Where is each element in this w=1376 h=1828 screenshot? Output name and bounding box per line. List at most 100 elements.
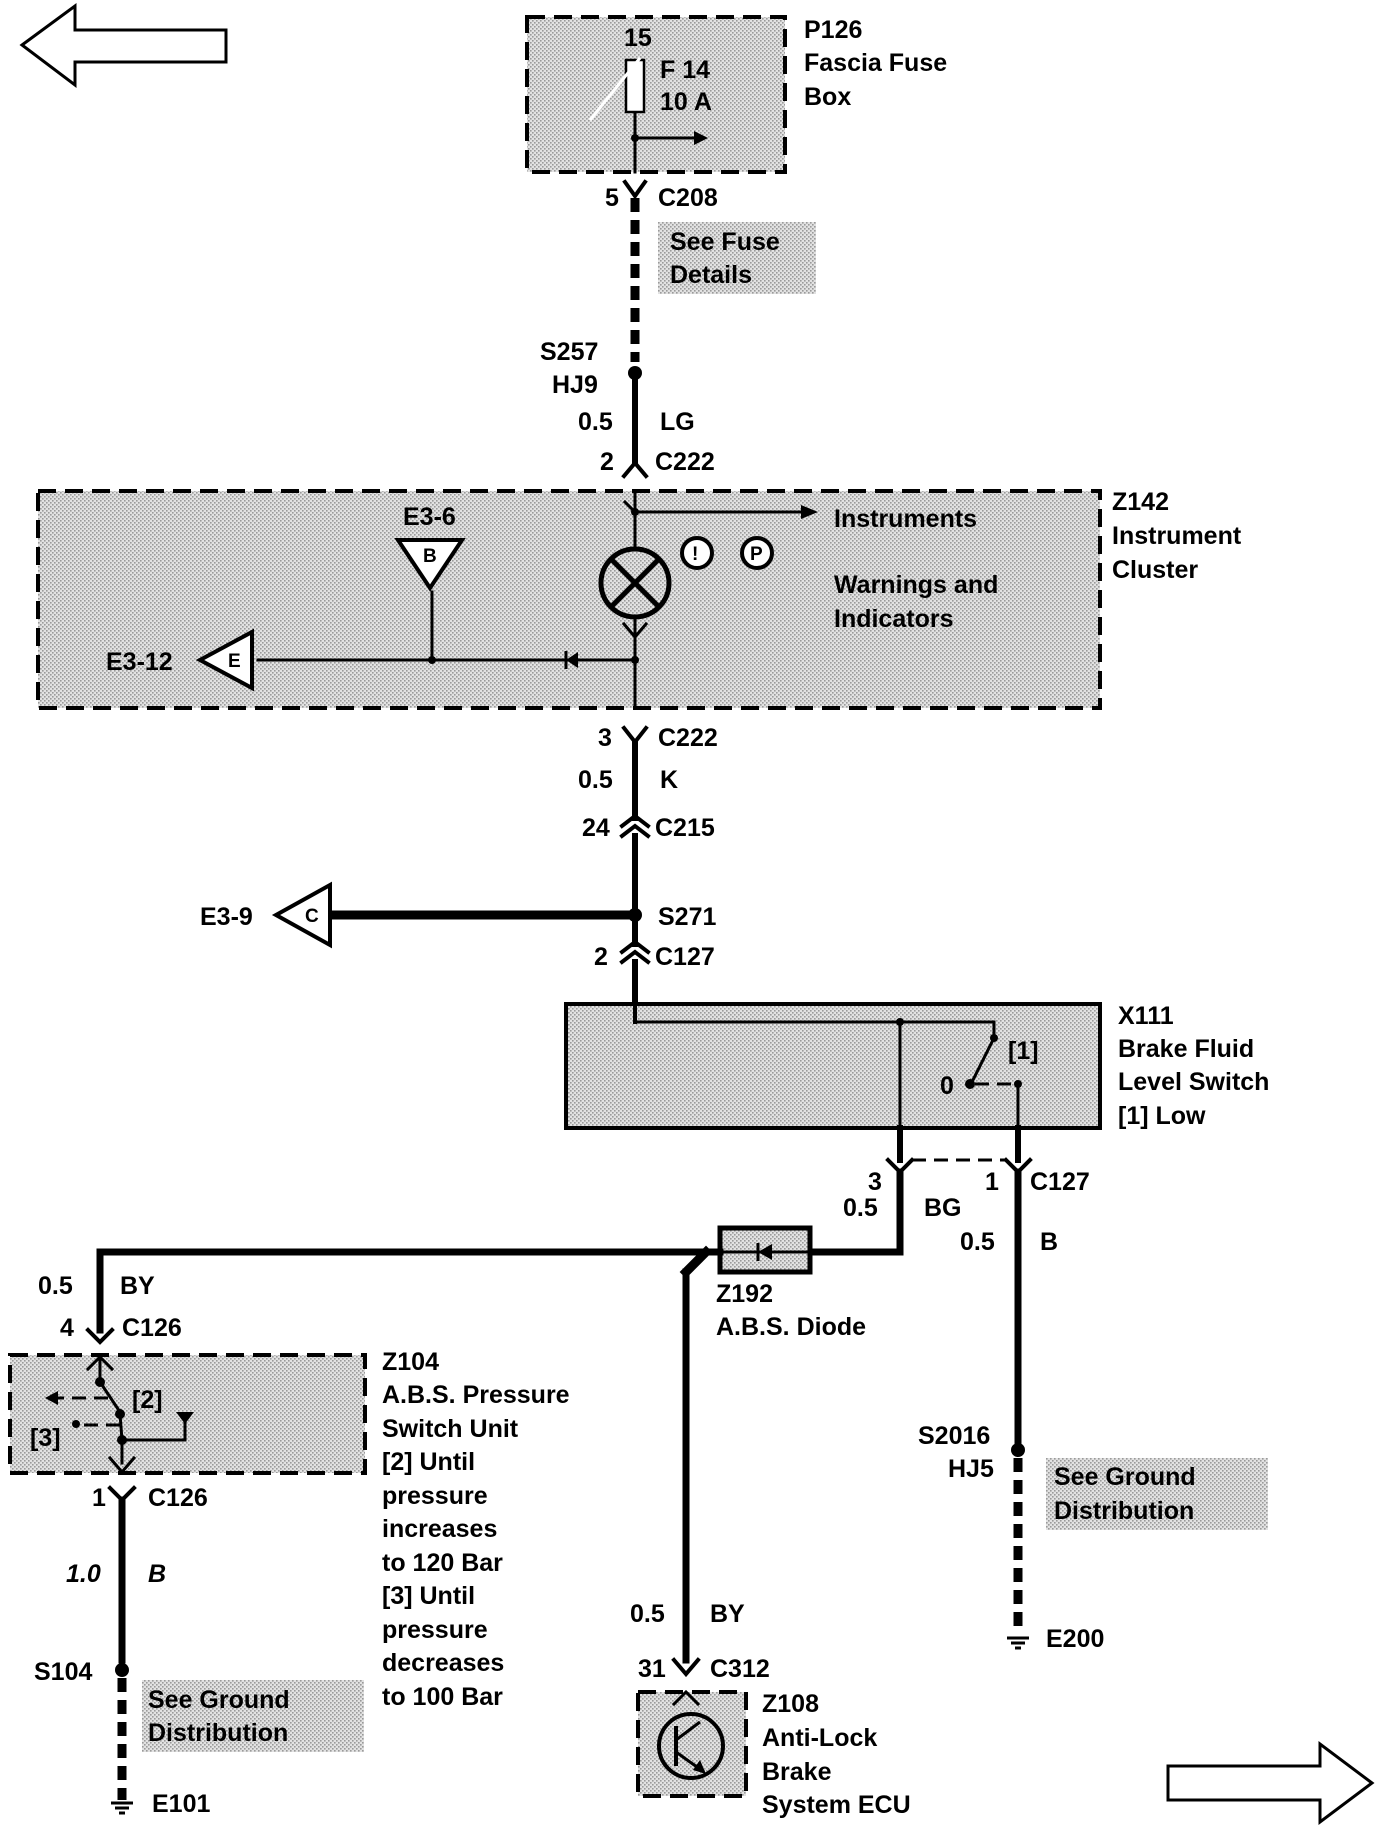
svg-text:0.5: 0.5 (38, 1272, 73, 1300)
svg-text:B: B (1040, 1228, 1058, 1256)
svg-text:[1] Low: [1] Low (1118, 1102, 1206, 1130)
fuse-box-p126: 15 F 14 10 A P126 Fascia Fuse Box (525, 15, 947, 174)
svg-text:[3]: [3] (30, 1424, 61, 1452)
svg-text:[2] Until: [2] Until (382, 1448, 475, 1476)
fuse-symbol (624, 58, 646, 114)
fuse-box-name-1: Fascia Fuse (804, 49, 947, 77)
fuse-number: F 14 (660, 56, 710, 84)
svg-text:to 120 Bar: to 120 Bar (382, 1549, 503, 1577)
svg-text:S257: S257 (540, 338, 598, 366)
ground-icon (111, 1801, 133, 1815)
svg-text:decreases: decreases (382, 1649, 504, 1677)
svg-text:C126: C126 (122, 1314, 182, 1342)
fuse-rating: 10 A (660, 88, 712, 116)
svg-text:S104: S104 (34, 1658, 92, 1686)
svg-text:HJ5: HJ5 (948, 1455, 994, 1483)
svg-text:A.B.S. Diode: A.B.S. Diode (716, 1313, 866, 1341)
wire-bg: 0.5 BG (806, 1168, 962, 1256)
svg-text:C215: C215 (655, 814, 715, 842)
svg-text:Brake: Brake (762, 1758, 832, 1786)
svg-text:BY: BY (710, 1600, 745, 1628)
svg-text:Distribution: Distribution (148, 1719, 288, 1747)
svg-text:C312: C312 (710, 1655, 770, 1683)
ground-icon (1007, 1636, 1029, 1650)
fuse-pin: 15 (624, 24, 652, 52)
svg-text:0.5: 0.5 (843, 1194, 878, 1222)
ground-e101: E101 (111, 1790, 210, 1818)
svg-text:Distribution: Distribution (1054, 1497, 1194, 1525)
reference-e3-6[interactable]: B E3-6 (394, 503, 466, 592)
svg-text:C126: C126 (148, 1484, 208, 1512)
svg-text:S2016: S2016 (918, 1422, 990, 1450)
svg-text:[1]: [1] (1008, 1037, 1039, 1065)
svg-text:C222: C222 (655, 448, 715, 476)
svg-text:increases: increases (382, 1515, 497, 1543)
connector-c312: 31 C312 (638, 1655, 770, 1683)
svg-text:[3] Until: [3] Until (382, 1582, 475, 1610)
svg-text:B: B (148, 1560, 166, 1588)
svg-text:31: 31 (638, 1655, 666, 1683)
svg-text:1: 1 (985, 1168, 999, 1196)
cluster-warnings-1: Warnings and (834, 571, 998, 599)
splice-s257: S257 HJ9 (540, 338, 642, 399)
svg-text:BY: BY (120, 1272, 155, 1300)
cluster-name-2: Cluster (1112, 556, 1198, 584)
diode-icon (758, 1244, 772, 1260)
pressure-contact-icon (97, 1379, 123, 1415)
svg-text:E3-6: E3-6 (403, 503, 456, 531)
brake-warning-symbol-icon: ! (680, 536, 714, 570)
svg-text:HJ9: HJ9 (552, 371, 598, 399)
svg-text:1: 1 (92, 1484, 106, 1512)
fuse-details-note: See Fuse Details (658, 222, 816, 294)
svg-text:C222: C222 (658, 724, 718, 752)
float-switch-contact-icon (969, 1035, 997, 1085)
svg-text:System ECU: System ECU (762, 1791, 911, 1819)
svg-text:Switch Unit: Switch Unit (382, 1415, 519, 1443)
svg-text:C127: C127 (655, 943, 715, 971)
svg-text:!: ! (692, 544, 698, 565)
svg-text:0.5: 0.5 (960, 1228, 995, 1256)
svg-text:S271: S271 (658, 903, 716, 931)
svg-text:pressure: pressure (382, 1482, 488, 1510)
c208-pin: 5 (605, 184, 619, 212)
abs-ecu-z108: Z108 Anti-Lock Brake System ECU (636, 1689, 911, 1819)
ground-note-left: See Ground Distribution (142, 1680, 364, 1752)
wire-b-right: 0.5 B (960, 1168, 1058, 1446)
connector-c127-top: 2 C127 (594, 939, 715, 971)
cluster-name-1: Instrument (1112, 522, 1242, 550)
fuse-box-name-2: Box (804, 83, 851, 111)
svg-text:E: E (228, 651, 241, 672)
svg-text:0: 0 (940, 1072, 954, 1100)
cluster-warnings-2: Indicators (834, 605, 953, 633)
reference-e3-9[interactable]: C E3-9 (200, 881, 332, 949)
previous-page-arrow[interactable] (19, 3, 228, 89)
reference-e3-12[interactable]: E E3-12 (106, 628, 254, 692)
abs-pressure-switch-z104: [2] [3] Z104 A.B.S. Pressure Switch Unit… (8, 1348, 570, 1711)
warning-lamp-icon (598, 546, 672, 620)
svg-text:[2]: [2] (132, 1386, 163, 1414)
svg-text:C127: C127 (1030, 1168, 1090, 1196)
next-page-arrow[interactable] (1166, 1741, 1375, 1825)
instrument-cluster-z142: ! P B E3-6 E E3-12 Instruments Warnings … (36, 488, 1242, 710)
svg-text:to 100 Bar: to 100 Bar (382, 1683, 503, 1711)
svg-text:E101: E101 (152, 1790, 210, 1818)
svg-text:See Ground: See Ground (148, 1686, 290, 1714)
wire-lg-size: 0.5 (578, 408, 613, 436)
connector-c126-top: 4 C126 (60, 1314, 182, 1345)
wire-by-ecu: 0.5 BY (630, 1245, 745, 1664)
svg-text:Z108: Z108 (762, 1690, 819, 1718)
transistor-icon (657, 1712, 725, 1780)
svg-text:Level Switch: Level Switch (1118, 1068, 1269, 1096)
svg-text:2: 2 (594, 943, 608, 971)
connector-c126-bottom: 1 C126 (92, 1484, 208, 1512)
svg-text:P: P (750, 544, 763, 565)
svg-text:24: 24 (582, 814, 610, 842)
splice-s104: S104 (34, 1658, 129, 1686)
svg-text:See Fuse: See Fuse (670, 228, 780, 256)
cluster-diode-icon (566, 652, 578, 668)
svg-text:E200: E200 (1046, 1625, 1104, 1653)
connector-c222-out: 3 C222 (598, 724, 718, 752)
connector-c222-in: 2 C222 (600, 448, 715, 479)
svg-text:K: K (660, 766, 678, 794)
